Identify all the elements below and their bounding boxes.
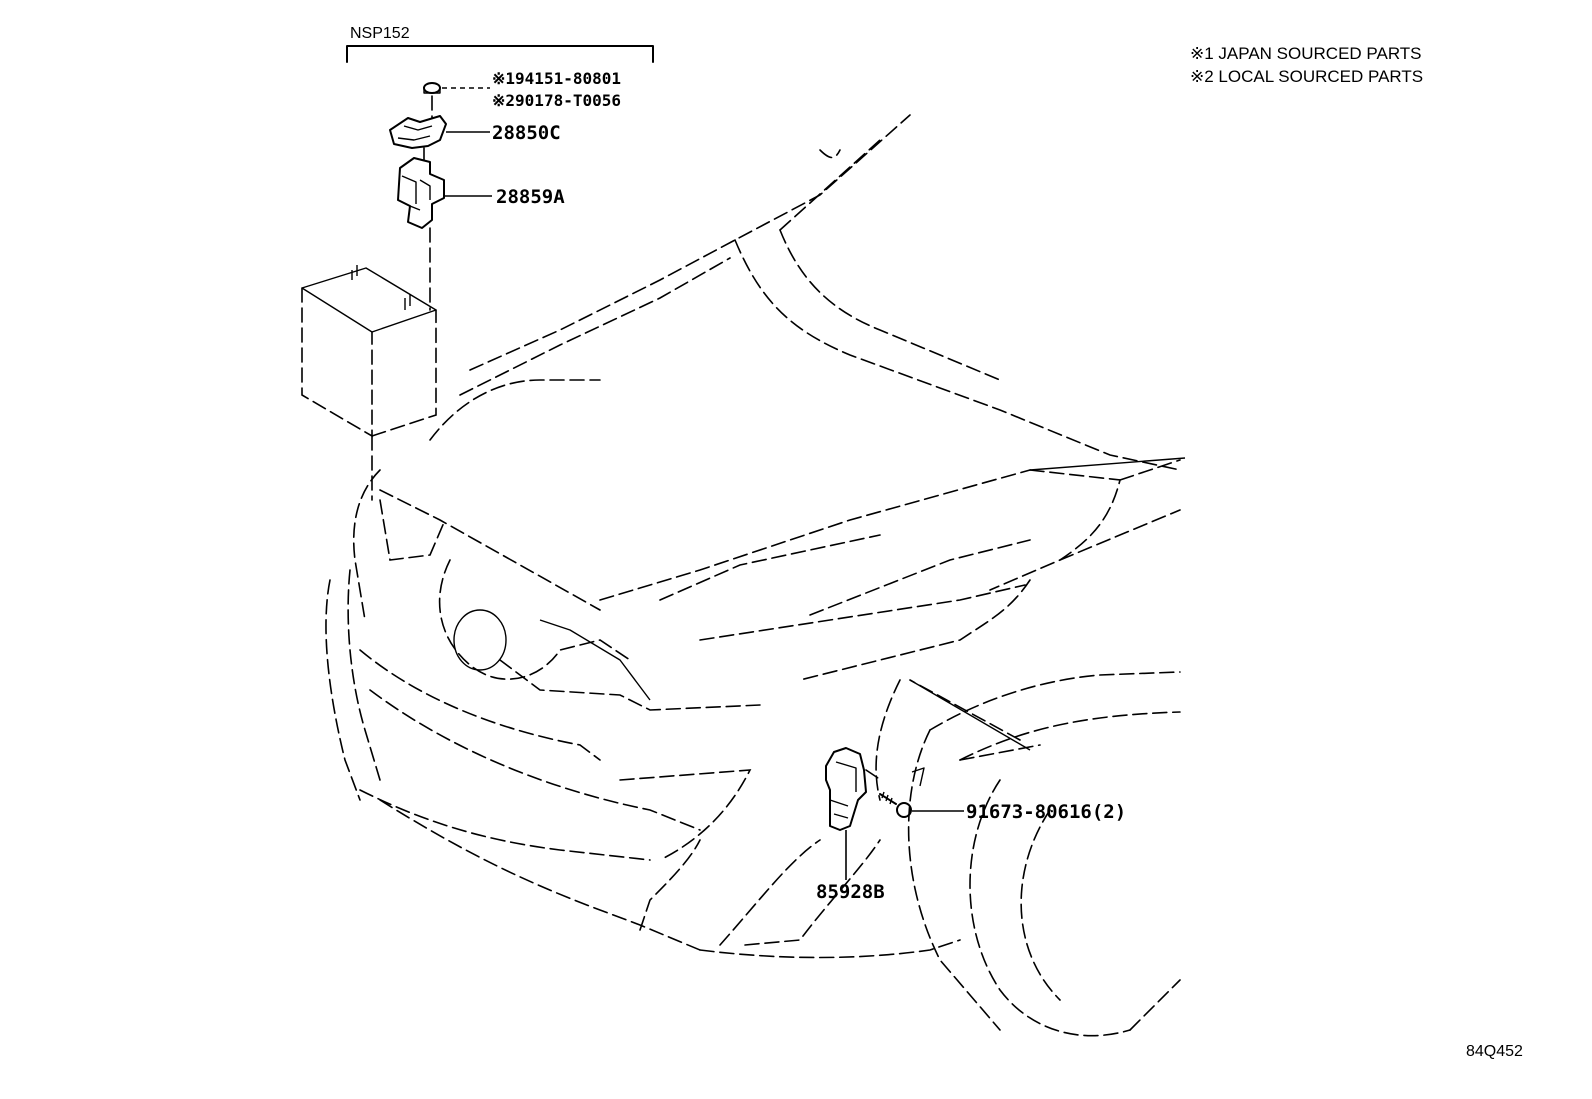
battery-right-face (371, 309, 437, 437)
battery-top (301, 267, 437, 333)
center-intake (619, 769, 752, 861)
wheel-arch-left (907, 729, 1001, 1031)
nut-top (423, 82, 441, 94)
bumper-bottom-right (699, 939, 961, 959)
bracket-detail (397, 125, 433, 141)
model-bracket-label: NSP152 (350, 25, 410, 42)
bumper-corner (639, 839, 701, 931)
battery-tray-line (379, 489, 601, 611)
model-bracket-line (346, 45, 654, 63)
relay-detail (401, 175, 431, 211)
bumper-lower-line (359, 789, 651, 861)
bumper-left-upper (352, 469, 381, 621)
sensor-85928b: 85928B (816, 747, 885, 903)
hood-right-corner (989, 469, 1121, 591)
wheel-arch-top (929, 671, 1181, 731)
hood-left-edge (469, 114, 911, 371)
tire-bottom (1129, 979, 1181, 1031)
vehicle-front-outline (325, 114, 1181, 1037)
nut-part-number-2: ※290178-T0056 (492, 91, 621, 110)
bolt-thread (881, 791, 893, 805)
model-bracket: NSP152 (346, 25, 654, 63)
bumper-left-inner (347, 569, 381, 781)
windshield-corner (819, 149, 841, 159)
battery-left-face (301, 287, 373, 438)
nut-part-number-1: ※194151-80801 (492, 69, 621, 88)
grille-solid (539, 619, 651, 701)
nut-side (423, 88, 441, 94)
vehicle-solid-lines (453, 457, 1186, 751)
fender-line (809, 539, 1031, 616)
sourcing-notes: ※1 JAPAN SOURCED PARTS ※2 LOCAL SOURCED … (1190, 44, 1423, 86)
headlight-lower (799, 579, 1031, 681)
foglamp-surround (438, 559, 631, 680)
fender-edge-solid (909, 679, 1031, 751)
hood-front-curve (429, 379, 601, 441)
wheel-arch-inner (959, 711, 1181, 761)
relay-bracket-28850c: 28850C (389, 115, 561, 161)
bolt-angle-mark (911, 767, 925, 787)
fender-top-right (1119, 459, 1181, 481)
sensor-body (825, 747, 867, 831)
hood-front-line-2 (659, 534, 881, 601)
lower-intake-mid (369, 689, 701, 831)
relay-28859a: 28859A (397, 157, 565, 311)
relay-body (397, 157, 445, 229)
note-japan-sourced: ※1 JAPAN SOURCED PARTS (1190, 44, 1422, 63)
rim-outline (1020, 809, 1061, 1001)
battery-terminals (351, 265, 411, 310)
bolt: 91673-80616(2) (879, 767, 1126, 823)
nut: ※194151-80801 ※290178-T0056 (423, 69, 621, 119)
grille-left-notch (379, 499, 446, 561)
note-local-sourced: ※2 LOCAL SOURCED PARTS (1190, 67, 1423, 86)
tire-outline (969, 779, 1131, 1037)
battery (301, 265, 601, 611)
side-vent-left (719, 839, 821, 946)
lower-intake-left (359, 649, 601, 761)
illustration-code: 84Q452 (1466, 1043, 1523, 1060)
relay-part-number: 28859A (496, 186, 565, 208)
arch-lip (959, 744, 1041, 761)
bolt-part-number: 91673-80616(2) (966, 801, 1126, 823)
foglamp-lens (453, 609, 507, 671)
bracket-part-number: 28850C (492, 122, 561, 144)
bolt-head (896, 802, 912, 818)
bracket-body (389, 115, 447, 149)
headlight-upper (699, 584, 1026, 641)
bumper-side-curve (875, 679, 901, 801)
lower-intake-top (499, 659, 761, 711)
side-vent-right (744, 839, 881, 946)
hood-center-crease (734, 239, 1181, 471)
windshield-base (779, 139, 881, 231)
hood-left-edge-inner (459, 257, 731, 396)
bumper-bottom (379, 799, 701, 951)
sensor-bolt-line (865, 769, 879, 779)
sensor-detail (829, 761, 857, 819)
hood-center-crease-inner (779, 229, 1001, 381)
sensor-part-number: 85928B (816, 881, 885, 903)
hood-front-line (599, 469, 1031, 601)
fender-mid-right (1059, 509, 1181, 561)
hood-edge-solid (1029, 457, 1186, 471)
bumper-left-outer (325, 579, 361, 801)
